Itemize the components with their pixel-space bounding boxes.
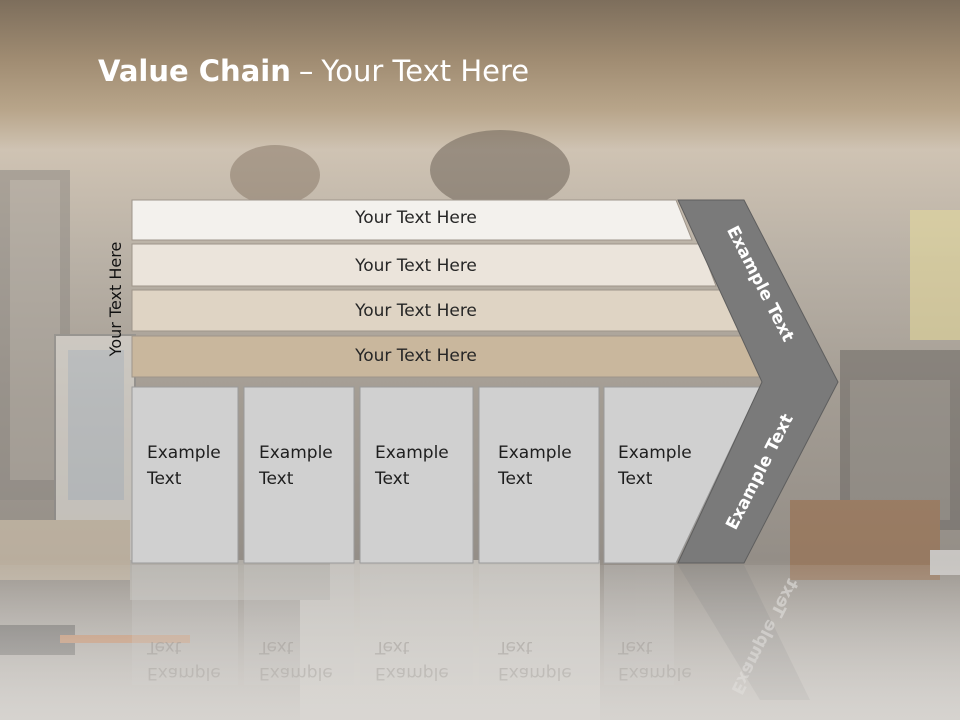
primary-box-1 [131, 386, 239, 564]
row-label-2: Your Text Here [355, 256, 477, 276]
margin-chevron [677, 199, 839, 564]
title-bold: Value Chain [98, 54, 291, 88]
primary-box-4 [478, 386, 600, 564]
box-1-line2: Text [147, 469, 182, 489]
primary-box-5 [603, 386, 761, 564]
box-4-line1: Example [498, 443, 572, 463]
box-2-line1: Example [259, 443, 333, 463]
box-3-line1: Example [375, 443, 449, 463]
row-label-3: Your Text Here [355, 301, 477, 321]
reflection-fade [0, 565, 960, 720]
title-separator: – [298, 54, 314, 88]
primary-box-3 [359, 386, 474, 564]
support-row-1 [131, 199, 693, 241]
title-rest: Your Text Here [321, 54, 530, 88]
box-5-line2: Text [618, 469, 653, 489]
box-3-line2: Text [375, 469, 410, 489]
box-5-line1: Example [618, 443, 692, 463]
box-1-line1: Example [147, 443, 221, 463]
row-label-1: Your Text Here [355, 208, 477, 228]
support-row-2 [131, 243, 717, 287]
primary-box-2 [243, 386, 355, 564]
box-2-line2: Text [259, 469, 294, 489]
slide-title: Value Chain–Your Text Here [98, 54, 529, 88]
box-4-line2: Text [498, 469, 533, 489]
side-label: Your Text Here [106, 241, 125, 357]
row-label-4: Your Text Here [355, 346, 477, 366]
